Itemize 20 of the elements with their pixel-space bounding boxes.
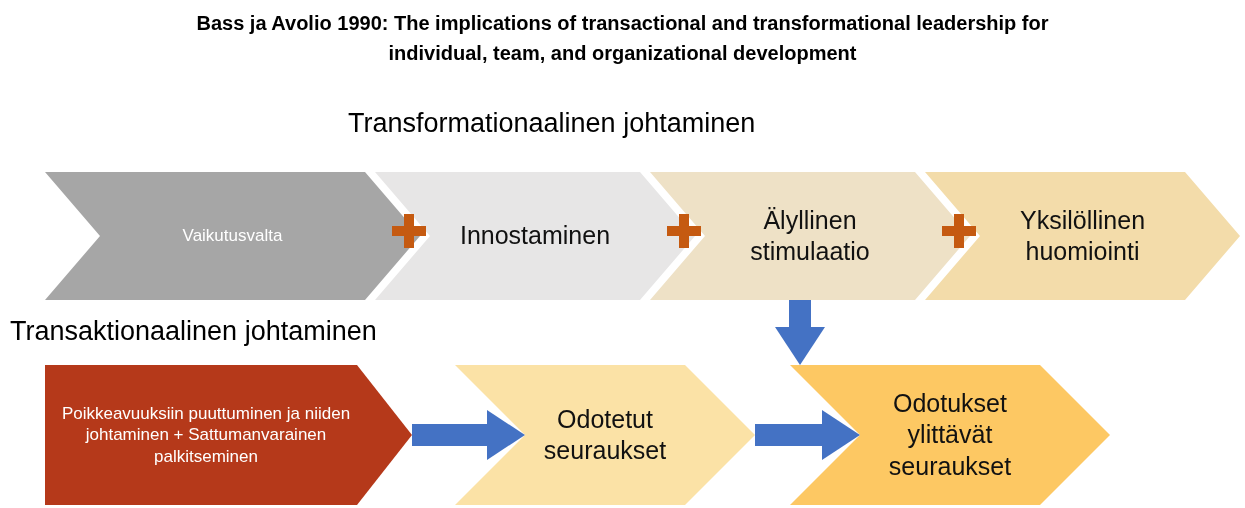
chevron-shape xyxy=(45,172,420,300)
node-label: Odotetut seuraukset xyxy=(542,403,668,466)
title: Bass ja Avolio 1990: The implications of transactional and transformational leadership for individual, team, and organizational development xyxy=(195,11,1050,66)
block-arrow xyxy=(412,410,525,460)
chevron-shape xyxy=(455,365,755,505)
node-label: Poikkeavuuksiin puuttuminen ja niiden johtaminen + Sattumanvarainen palkitseminen xyxy=(60,403,352,467)
section-heading: Transformationaalinen johtaminen xyxy=(348,108,756,139)
block-arrow xyxy=(755,410,860,460)
pentagon-arrow-shape xyxy=(45,365,412,505)
node-label: Odotukset ylittävät seuraukset xyxy=(887,388,1013,482)
node-label: Yksilöllinen huomiointi xyxy=(1018,204,1147,267)
section-heading: Transaktionaalinen johtaminen xyxy=(10,316,377,347)
block-arrow xyxy=(775,300,825,365)
chevron-shape xyxy=(925,172,1240,300)
chevron-shape xyxy=(790,365,1110,505)
node-label: Vaikutusvalta xyxy=(182,225,283,247)
node-label: Innostaminen xyxy=(459,220,611,252)
node-label: Älyllinen stimulaatio xyxy=(749,204,871,267)
chevron-shape xyxy=(650,172,970,300)
chevron-shape xyxy=(375,172,695,300)
